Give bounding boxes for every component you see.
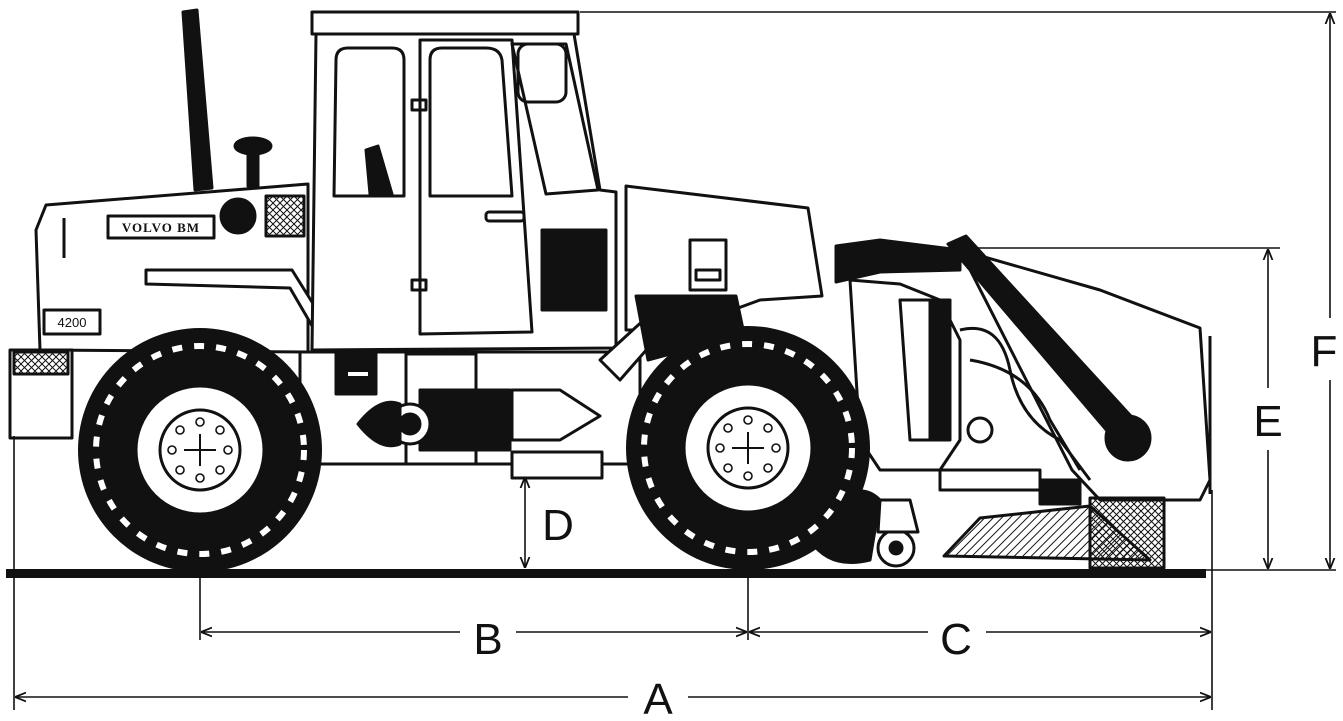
dimension-label-c: C — [940, 615, 972, 664]
dimension-label-f: F — [1311, 327, 1338, 376]
machine-outline — [8, 8, 1212, 570]
transmission — [418, 388, 512, 452]
door-handle — [484, 210, 526, 223]
seat — [364, 144, 394, 196]
front-wheel — [626, 326, 870, 570]
hood-grille — [264, 194, 306, 238]
front-axle-housing — [510, 388, 602, 442]
main-broom — [942, 504, 1152, 562]
model-badge: 4200 — [58, 315, 87, 330]
cab-frame — [310, 32, 618, 352]
cab-side-panel — [540, 228, 608, 312]
cab-roof — [310, 10, 580, 36]
lift-arm — [834, 238, 962, 284]
brand-badge: VOLVO BM — [122, 220, 200, 235]
brand-badge-frame — [106, 214, 216, 240]
dimension-label-a: A — [643, 675, 673, 721]
dimension-label-b: B — [473, 615, 502, 664]
cab-door-window — [428, 46, 514, 198]
model-badge-frame — [42, 308, 102, 336]
dimension-lines — [13, 11, 1336, 710]
ground-line — [6, 569, 1206, 578]
exhaust-stack — [181, 8, 214, 192]
cab-rear-window — [332, 46, 406, 198]
rear-wheel — [78, 328, 322, 572]
dimension-label-d: D — [542, 501, 574, 550]
dimension-label-e: E — [1253, 397, 1282, 446]
cab-door — [418, 38, 534, 336]
hood-round-vent — [219, 197, 257, 235]
